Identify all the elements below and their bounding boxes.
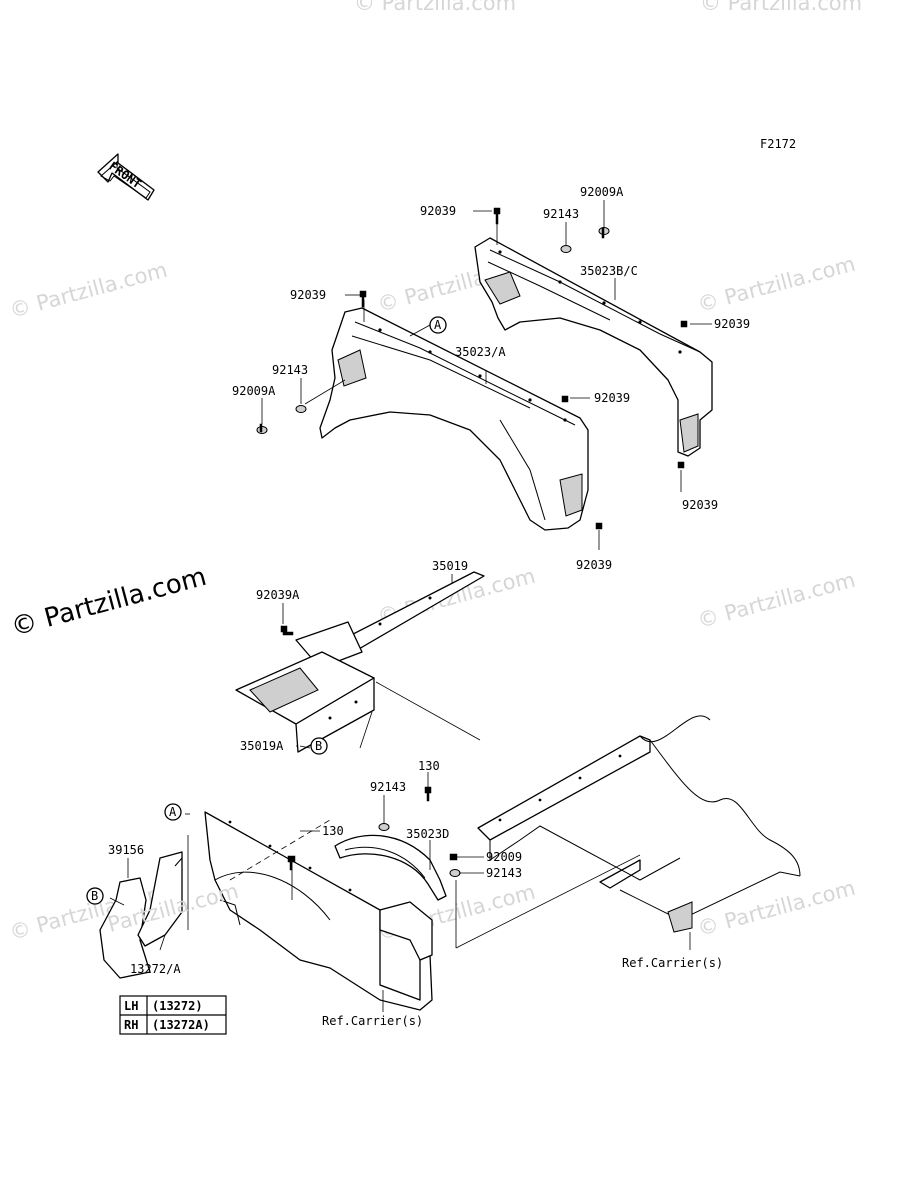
bolt-icon [280,625,294,636]
callout-b-low: B [86,887,104,905]
bolt-icon [677,461,685,469]
cover-plate-35019 [235,571,485,753]
part-label: 92039 [594,391,630,405]
bolt-icon [561,395,569,403]
part-label: 92039 [682,498,718,512]
part-label: 13272/A [130,962,181,976]
side-table-lh-side: LH [124,999,138,1013]
part-label: 35023/A [455,345,506,359]
fender-upper-left [319,307,589,531]
part-label: 92039 [290,288,326,302]
svg-text:A: A [169,805,177,819]
part-label: 35023D [406,827,449,841]
callout-a-low: A [164,803,182,821]
callout-b-mid: B [310,737,328,755]
washer-icon [378,823,390,831]
part-label: 92039 [714,317,750,331]
washer-icon [295,405,307,413]
svg-text:A: A [434,318,442,332]
bolt-icon [680,320,688,328]
bolt-icon [449,853,458,861]
washer-icon [560,245,572,253]
svg-text:B: B [91,889,98,903]
carrier-right [477,715,801,933]
part-label: 92009 [486,850,522,864]
part-labels: 92039 92143 92009A 35023B/C 92039 92039 … [108,185,750,1028]
leader-lines [109,200,712,1012]
mud-guard [99,851,183,979]
front-arrow-icon: FRONT [97,153,155,201]
side-table-rh-side: RH [124,1018,138,1032]
fender-upper-right [474,237,713,457]
bolt-icon [359,290,367,308]
part-label: 92143 [272,363,308,377]
watermark: © Partzilla.com [695,876,858,941]
part-label: 92039A [256,588,300,602]
part-label: 130 [418,759,440,773]
bolt-icon [595,522,603,530]
part-label: 35019A [240,739,284,753]
part-label: 92009A [232,384,276,398]
fender-lower-35023D [334,834,447,901]
figure-code: F2172 [760,137,796,151]
part-label: 92039 [420,204,456,218]
bolt-icon [598,227,610,239]
side-table: LH (13272) RH (13272A) [119,995,227,1035]
part-label: 130 [322,824,344,838]
watermark: © Partzilla.com [700,0,862,15]
part-label: 92143 [486,866,522,880]
side-table-lh-part: (13272) [152,999,203,1013]
part-label: 35019 [432,559,468,573]
callout-a-top: A [429,316,447,334]
watermark-group: © Partzilla.com © Partzilla.com © Partzi… [7,0,862,945]
part-label: 92009A [580,185,624,199]
bolt-icon [424,786,432,802]
part-label: 92039 [576,558,612,572]
bolt-icon [256,423,268,434]
part-label: Ref.Carrier(s) [322,1014,423,1028]
part-label: 35023B/C [580,264,638,278]
watermark-main: © Partzilla.com [8,562,210,643]
front-arrow-label: FRONT [106,159,144,191]
watermark: © Partzilla.com [695,568,858,633]
part-label: Ref.Carrier(s) [622,956,723,970]
part-label: 39156 [108,843,144,857]
washer-icon [449,869,461,877]
watermark: © Partzilla.com [7,258,170,323]
part-label: 92143 [543,207,579,221]
side-table-rh-part: (13272A) [152,1018,210,1032]
part-label: 92143 [370,780,406,794]
inner-panel [204,811,433,1011]
svg-text:B: B [315,739,322,753]
watermark: © Partzilla.com [695,252,858,317]
fastener-group [256,207,688,877]
watermark: © Partzilla.com [354,0,516,15]
